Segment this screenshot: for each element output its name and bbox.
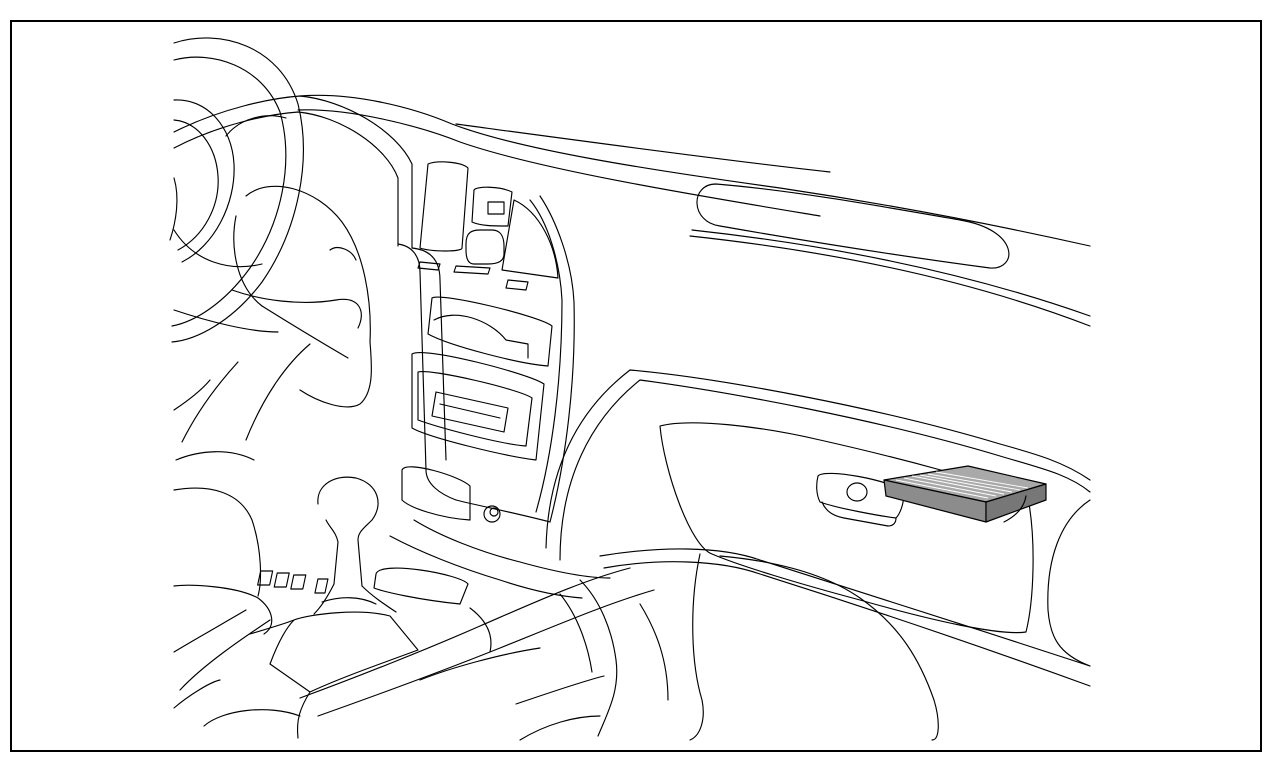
cabin-air-filter — [883, 465, 1047, 523]
switch-panel — [257, 567, 469, 605]
steering-wheel — [171, 37, 362, 343]
glove-box-lock — [846, 482, 868, 502]
filter-side-face — [985, 483, 1047, 523]
audio-unit — [411, 352, 545, 461]
console-storage-slot — [427, 296, 553, 367]
driver-seat — [173, 343, 311, 739]
defroster-vent — [696, 183, 1010, 269]
filter-pleats — [895, 471, 1029, 499]
lower-dash — [545, 369, 1091, 741]
gear-shift — [269, 476, 419, 693]
console-knob — [483, 505, 501, 523]
dashboard-top — [297, 94, 1091, 327]
lower-console — [401, 466, 501, 523]
figure-frame — [10, 20, 1262, 752]
center-tunnel — [299, 519, 655, 741]
steering-column — [173, 185, 372, 408]
glove-box — [659, 422, 1034, 634]
glove-box-handle — [816, 472, 905, 527]
center-vents — [417, 161, 559, 291]
